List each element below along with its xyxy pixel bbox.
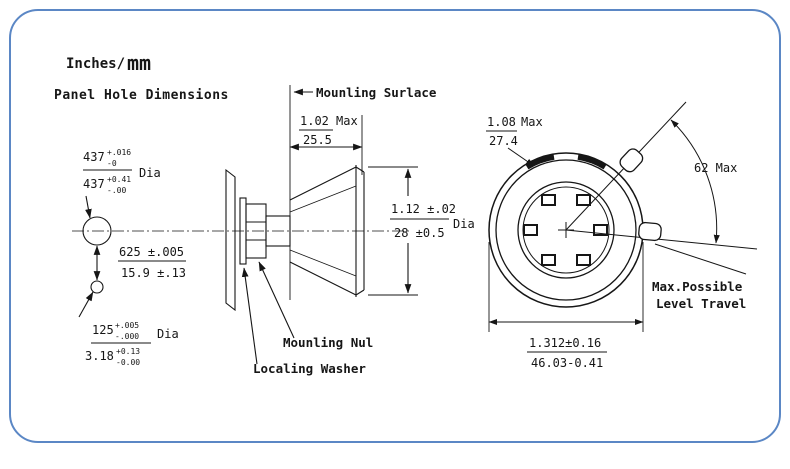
tab-height-mm: 27.4 [489,134,518,148]
small-hole-dia-label: Dia [157,327,179,341]
large-panel-hole [82,216,112,246]
front-view-text: 1.08 Max 27.4 62 Max Max.Possible Level … [487,115,746,370]
panel-edge [225,168,236,312]
locking-tab-left [525,154,555,170]
front-view [486,101,758,353]
side-view-text: Mounling Surlace 1.02 Max 25.5 1.12 ±.02… [253,85,475,376]
travel-label-line2: Level Travel [656,296,746,311]
terminal [541,194,556,206]
small-hole-dim-mm: 3.18 [85,349,114,363]
toggle-lever-rotated [619,148,644,173]
width-dim-mm: 46.03-0.41 [531,356,603,370]
lever-travel-line-right [565,229,758,250]
body-inner-line [289,249,357,277]
mounting-surface-label: Mounling Surlace [316,85,437,100]
terminal-group [523,194,608,266]
mounting-nut-label: Mounling Nul [283,335,373,350]
side-view [225,85,449,365]
flange-inner-circle [495,159,637,301]
header: Inches/ mm Panel Hole Dimensions [54,51,229,103]
large-hole-tol-dn-mm: -.00 [107,186,126,195]
locating-washer-label: Localing Washer [253,361,366,376]
body-dia-in: 1.12 ±.02 [391,202,456,216]
large-hole-dia-label: Dia [139,166,161,180]
body-bottom-flare [289,261,357,296]
toggle-lever [638,221,662,242]
units-label-suffix: mm [127,51,151,75]
terminal [523,224,538,236]
small-hole-tol-dn-in: -.000 [115,332,139,341]
tab-height-leader [507,147,535,167]
travel-label-leader [654,243,747,275]
body-top-flare [289,166,357,201]
body-circle [517,181,615,279]
large-hole-tol-up-in: +.016 [107,148,131,157]
body-inner-line [289,185,357,213]
spacing-dim-mm: 15.9 ±.13 [121,266,186,280]
small-hole-tol-up-in: +.005 [115,321,139,330]
locking-tab-right [577,154,607,170]
left-view-text: 437 +.016 -0 437 +0.41 -.00 Dia 625 ±.00… [83,148,186,367]
frame-border [9,9,781,443]
large-hole-leader [85,195,92,219]
body-dia-label: Dia [453,217,475,231]
left-view [72,169,412,344]
large-hole-dim-in: 437 [83,150,105,164]
terminal [576,254,591,266]
spacing-dim-in: 625 ±.005 [119,245,184,259]
small-hole-dim-in: 125 [92,323,114,337]
large-hole-tol-up-mm: +0.41 [107,175,131,184]
depth-dim-max: Max [336,114,358,128]
tab-height-in: 1.08 [487,115,516,129]
large-hole-dim-mm: 437 [83,177,105,191]
terminal [576,194,591,206]
body-cap-bottom [355,289,365,296]
body-cap-top [355,166,365,173]
small-panel-hole [90,280,104,294]
terminal [593,224,608,236]
nut-leader [258,261,295,339]
width-dim-in: 1.312±0.16 [529,336,601,350]
body-dia-mm: 28 ±0.5 [394,226,445,240]
washer-leader [241,267,258,365]
depth-dim-in: 1.02 [300,114,329,128]
tab-height-max: Max [521,115,543,129]
small-hole-leader [78,291,94,318]
travel-angle-arc [670,119,720,244]
small-hole-tol-up-mm: +0.13 [116,347,140,356]
depth-dim-mm: 25.5 [303,133,332,147]
units-label-prefix: Inches/ [66,56,125,72]
page-title: Panel Hole Dimensions [54,88,229,103]
travel-label-line1: Max.Possible [652,279,743,294]
terminal [541,254,556,266]
small-hole-tol-dn-mm: -0.00 [116,358,140,367]
large-hole-tol-dn-in: -0 [107,159,117,168]
travel-angle-label: 62 Max [694,161,737,175]
